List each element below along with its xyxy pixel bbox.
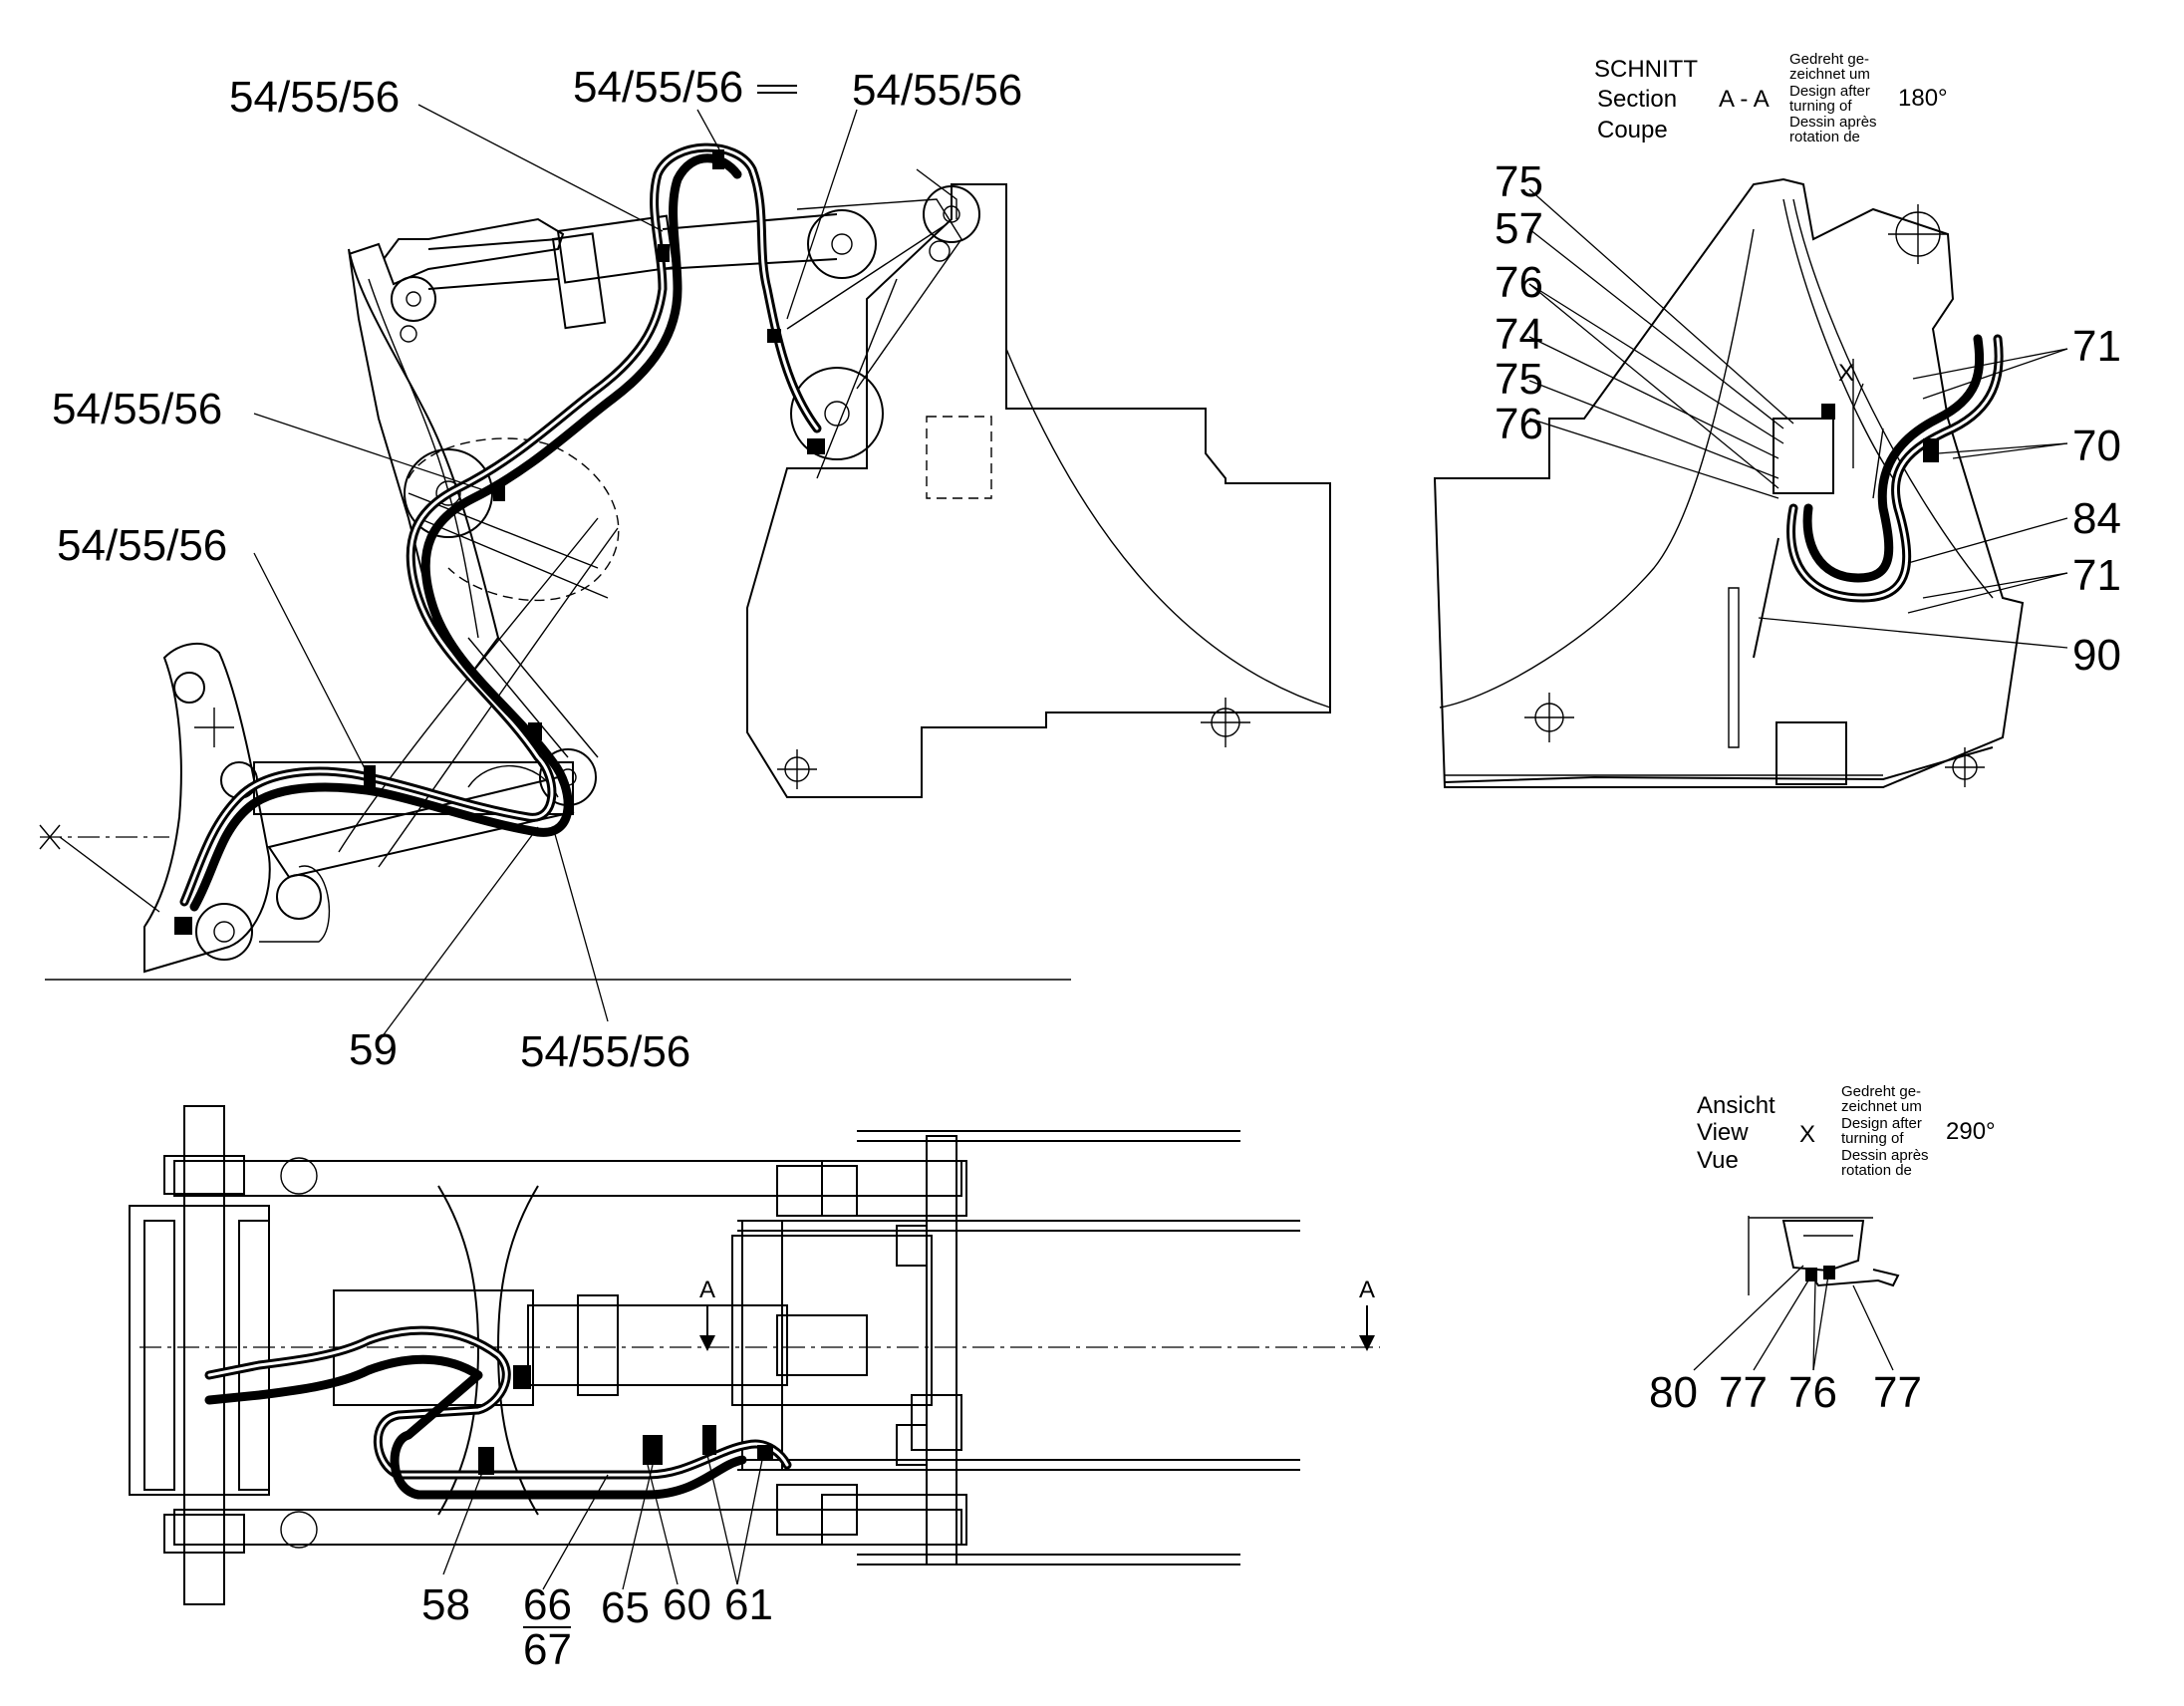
detail-note-line: zeichnet um [1841, 1098, 1922, 1115]
callout-label: 77 [1873, 1368, 1922, 1417]
section-marker-a-left: A [699, 1277, 715, 1351]
callout-label: 77 [1719, 1368, 1768, 1417]
detail-marker-x: X [1838, 360, 1854, 387]
plan-callouts: 58 66 67 65 60 61 [421, 1580, 773, 1674]
detail-view [1748, 1216, 1900, 1295]
detail-title-line: Vue [1697, 1147, 1739, 1174]
callout-label: 71 [2072, 322, 2121, 371]
callout-label: 54/55/56 [852, 66, 1022, 115]
section-designator: A - A [1719, 86, 1770, 113]
detail-callouts: 80 77 76 77 [1649, 1368, 1922, 1417]
section-note-line: Dessin après [1789, 114, 1877, 131]
callout-label: 57 [1495, 204, 1543, 253]
detail-note-line: Design after [1841, 1115, 1922, 1132]
callout-label: 70 [2072, 422, 2121, 470]
callout-label: 76 [1788, 1368, 1837, 1417]
section-title-line: Coupe [1597, 117, 1668, 143]
detail-title-line: View [1697, 1119, 1749, 1146]
callout-label: 58 [421, 1580, 470, 1629]
callout-label: 59 [349, 1025, 398, 1074]
detail-note-line: turning of [1841, 1130, 1904, 1147]
section-marker-label: A [1359, 1277, 1375, 1303]
callout-label: 74 [1495, 310, 1543, 359]
plan-leaders [442, 1454, 763, 1590]
section-angle: 180° [1898, 85, 1948, 112]
section-leaders [1528, 188, 2068, 649]
section-note-line: turning of [1789, 98, 1852, 115]
callout-label: 67 [523, 1625, 572, 1674]
callout-label: 54/55/56 [229, 73, 400, 122]
callout-label: 61 [724, 1580, 773, 1629]
detail-note-line: Dessin après [1841, 1147, 1929, 1164]
section-title-line: Section [1597, 86, 1677, 113]
side-callouts: 54/55/56 54/55/56 54/55/56 54/55/56 54/5… [52, 63, 1022, 1076]
side-view-leaders [253, 104, 858, 1042]
callout-label: 65 [601, 1583, 650, 1632]
plan-view [129, 1105, 1380, 1605]
section-view [1433, 177, 2025, 788]
callout-label: 75 [1495, 157, 1543, 206]
callout-label: 84 [2072, 494, 2121, 543]
callout-label: 54/55/56 [57, 521, 227, 570]
section-note-line: zeichnet um [1789, 66, 1870, 83]
callout-label: 71 [2072, 551, 2121, 600]
detail-leaders [1693, 1265, 1894, 1371]
section-marker-label: A [699, 1277, 715, 1303]
callout-label: 66 [523, 1580, 572, 1629]
detail-note-line: Gedreht ge- [1841, 1083, 1921, 1100]
section-title-line: SCHNITT [1594, 56, 1698, 83]
section-callouts: 75 57 76 74 75 76 71 70 84 71 90 [1495, 157, 2121, 680]
callout-label: 54/55/56 [520, 1027, 690, 1076]
section-note-line: rotation de [1789, 129, 1860, 145]
callout-label: 54/55/56 [52, 385, 222, 433]
section-note-line: Design after [1789, 83, 1870, 100]
detail-header: Ansicht View Vue X Gedreht ge- zeichnet … [1697, 1083, 1996, 1179]
detail-title-line: Ansicht [1697, 1092, 1775, 1119]
section-header: SCHNITT Section Coupe A - A Gedreht ge- … [1594, 51, 1948, 387]
detail-angle: 290° [1946, 1118, 1996, 1145]
side-view [39, 142, 1331, 981]
callout-label: 76 [1495, 400, 1543, 448]
callout-label: 75 [1495, 355, 1543, 404]
detail-designator: X [1799, 1121, 1815, 1148]
callout-label: 54/55/56 [573, 63, 743, 112]
callout-label: 76 [1495, 258, 1543, 307]
section-marker-a-right: A [1359, 1277, 1375, 1351]
callout-label: 80 [1649, 1368, 1698, 1417]
detail-note-line: rotation de [1841, 1162, 1912, 1179]
callout-label: 90 [2072, 631, 2121, 680]
callout-label: 60 [663, 1580, 711, 1629]
section-note-line: Gedreht ge- [1789, 51, 1869, 68]
